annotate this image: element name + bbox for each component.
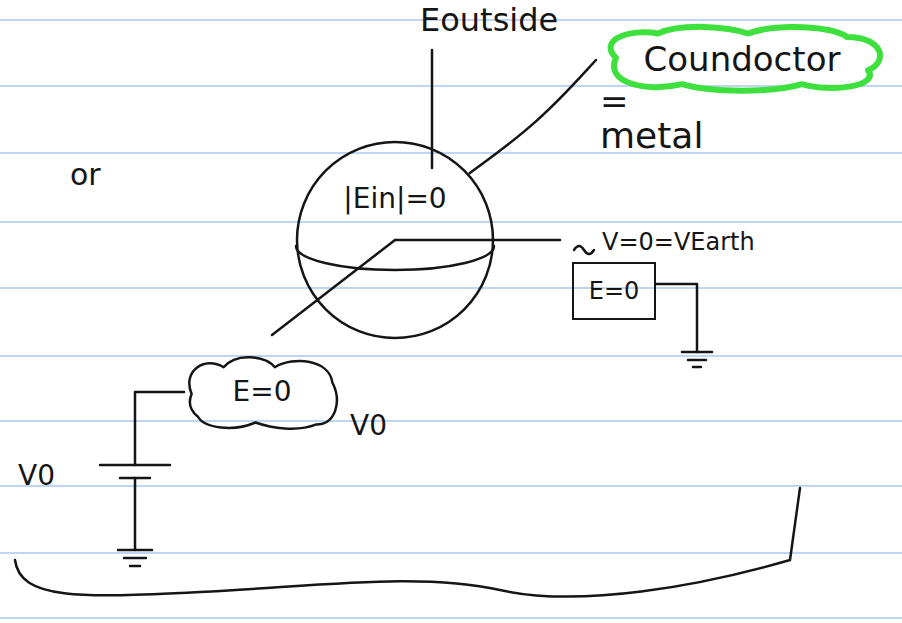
node-text: Coundoctor <box>644 41 841 78</box>
ground-symbol <box>118 550 152 566</box>
radius-line <box>395 239 560 242</box>
ruled-line <box>0 552 902 554</box>
ruled-line <box>0 152 902 154</box>
potential-label: V0 <box>350 412 387 440</box>
ground-symbol <box>682 352 712 367</box>
ruled-line <box>0 287 902 289</box>
ruled-line <box>0 85 902 87</box>
ruled-line <box>0 617 902 619</box>
cloud-outline <box>611 27 881 91</box>
ruled-line <box>0 355 902 357</box>
blob-outline <box>189 357 337 428</box>
node-text: E=0 <box>589 278 640 304</box>
equator-arc <box>296 246 494 270</box>
conductor-cloud: Coundoctor <box>592 23 892 96</box>
bracket-curve <box>15 488 800 597</box>
conductor-blob: E=0 <box>182 352 342 432</box>
battery-wire <box>135 392 184 465</box>
conductor-sphere: |Ein|=0 <box>295 140 495 340</box>
node-text: E=0 <box>233 377 292 408</box>
battery-label: V0 <box>18 462 55 490</box>
ruled-line <box>0 221 902 223</box>
potential-label: V=0=VEarth <box>602 230 755 254</box>
sphere-outline <box>297 142 493 338</box>
ground-wire <box>134 478 137 550</box>
field-label: Eoutside <box>420 4 558 36</box>
equals-sign: = <box>600 84 629 118</box>
tilde-pointer <box>574 246 594 254</box>
ground-wire <box>656 284 697 352</box>
or-note: or <box>70 160 101 190</box>
leader-line <box>469 60 596 173</box>
radius-line <box>272 240 395 335</box>
grounded-box: E=0 <box>572 262 656 320</box>
battery-plate-long <box>100 464 170 467</box>
material-label: metal <box>600 118 703 154</box>
conductor-sphere-outline <box>295 140 495 340</box>
node-text: |Ein|=0 <box>343 184 446 215</box>
ruled-lines <box>0 20 902 618</box>
